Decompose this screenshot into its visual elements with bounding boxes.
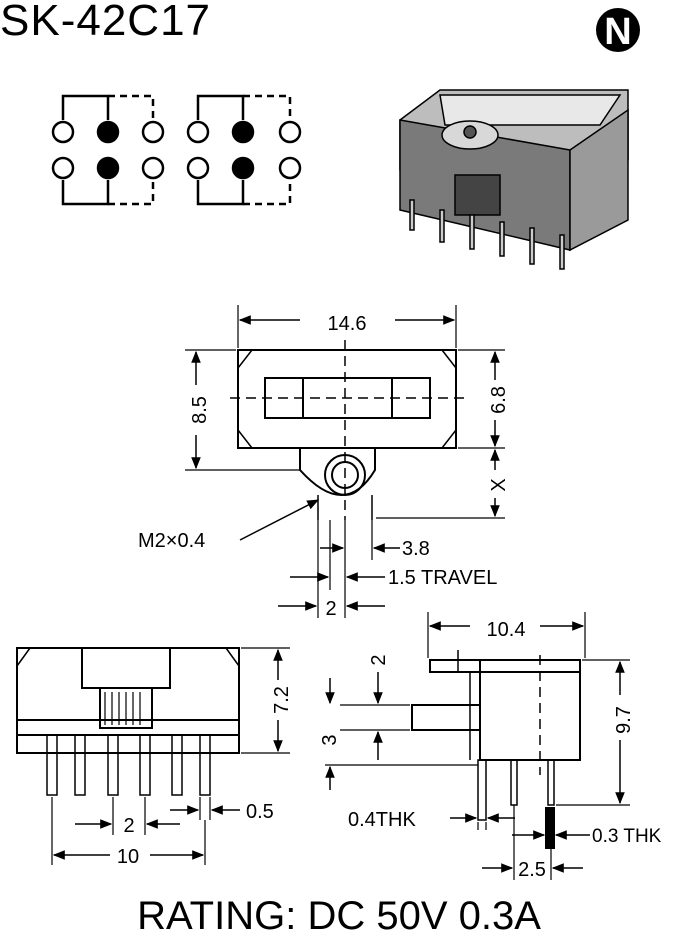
overall-width-label: 10 bbox=[117, 846, 139, 868]
circuit-schematic bbox=[51, 94, 302, 206]
side-top-label: 2 bbox=[368, 654, 390, 665]
front-view bbox=[16, 647, 290, 865]
front-pitch-label: 2 bbox=[123, 815, 134, 837]
pitch-label: 2 bbox=[325, 598, 336, 620]
side-width-label: 10.4 bbox=[487, 619, 526, 641]
knob-dim-label: 3.8 bbox=[402, 538, 430, 560]
dim-height-label: 8.5 bbox=[189, 396, 211, 424]
pin-width-label: 0.5 bbox=[246, 801, 274, 823]
travel-label: 1.5 TRAVEL bbox=[388, 567, 497, 589]
dim-window-label: 6.8 bbox=[488, 386, 510, 414]
part-number-title: SK-42C17 bbox=[0, 0, 212, 45]
side-height-label: 9.7 bbox=[613, 706, 635, 734]
front-height-label: 7.2 bbox=[271, 686, 293, 714]
side-view bbox=[325, 612, 630, 880]
dim-width-label: 14.6 bbox=[328, 313, 367, 335]
logo-letter: N bbox=[604, 11, 631, 53]
pin-thickness-label: 0.3 THK bbox=[592, 826, 662, 847]
brand-logo: N bbox=[596, 8, 640, 53]
product-photo bbox=[399, 89, 629, 270]
pin-spacing-label: 2.5 bbox=[518, 859, 546, 881]
actuator-label: 3 bbox=[319, 734, 341, 745]
top-view bbox=[185, 305, 505, 618]
frame-thickness-label: 0.4THK bbox=[348, 809, 416, 831]
rating-label: RATING: DC 50V 0.3A bbox=[137, 894, 541, 938]
dim-offset-label: X bbox=[488, 478, 510, 491]
thread-label: M2×0.4 bbox=[138, 530, 205, 552]
